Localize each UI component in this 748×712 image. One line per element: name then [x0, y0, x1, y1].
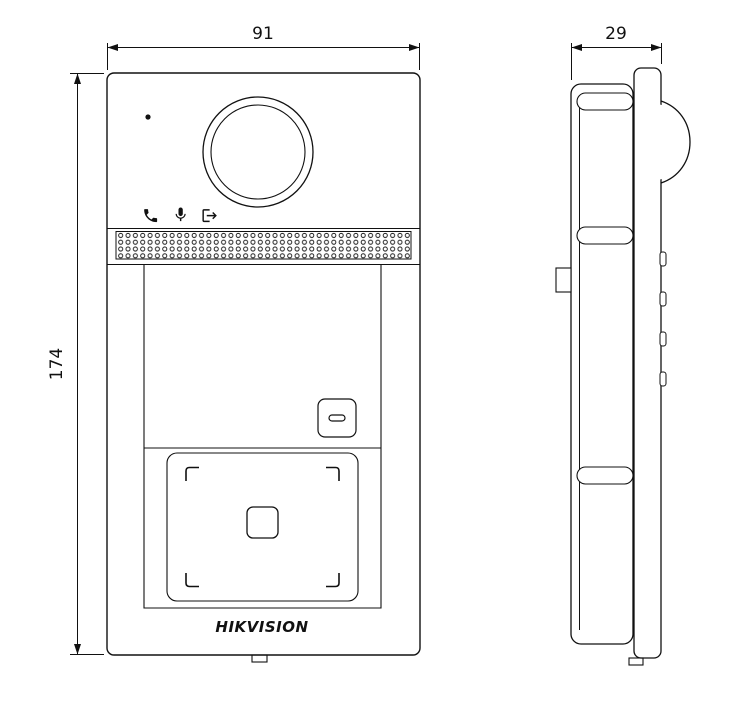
- width-dimension-label: 91: [252, 24, 274, 44]
- height-arrow-top: [74, 73, 81, 84]
- dimension-depth: 29: [571, 24, 662, 80]
- dimension-width: 91: [107, 24, 420, 70]
- brand-logo: HIKVISION: [215, 618, 308, 636]
- exit-icon: [202, 209, 217, 223]
- width-arrow-right: [409, 44, 420, 51]
- height-arrow-bottom: [74, 644, 81, 655]
- height-dimension-label: 174: [47, 348, 67, 380]
- card-tap-symbol: [246, 506, 279, 539]
- depth-dimension-label: 29: [605, 24, 627, 44]
- indicator-icons: [144, 207, 217, 223]
- side-mount-rail-top: [576, 92, 634, 111]
- card-corner-bracket-tr: [326, 466, 340, 481]
- camera-outer-ring: [202, 96, 314, 208]
- side-edge-detail-1: [659, 251, 667, 267]
- card-corner-bracket-br: [326, 573, 340, 588]
- side-mount-rail-bottom: [576, 466, 634, 485]
- call-button: [317, 398, 357, 438]
- dimension-height: 174: [47, 73, 104, 655]
- side-edge-detail-4: [659, 371, 667, 387]
- width-arrow-left: [107, 44, 118, 51]
- call-button-slot: [328, 414, 346, 422]
- side-bottom-tab: [628, 657, 644, 666]
- camera-dome-fill: [658, 104, 690, 180]
- side-latch: [555, 267, 572, 293]
- depth-arrow-right: [651, 44, 662, 51]
- depth-arrow-left: [571, 44, 582, 51]
- card-corner-bracket-tl: [185, 466, 199, 481]
- front-body-outline: [106, 72, 421, 656]
- front-bottom-tab: [251, 654, 268, 663]
- side-edge-detail-2: [659, 291, 667, 307]
- microphone-icon: [175, 207, 186, 222]
- card-reader-area: [166, 452, 359, 602]
- led-indicator: [145, 114, 151, 120]
- camera-lens: [210, 104, 306, 200]
- card-corner-bracket-bl: [185, 573, 199, 588]
- call-icon: [144, 209, 158, 223]
- side-back-box: [570, 83, 634, 645]
- speaker-grille: [115, 231, 412, 260]
- side-mount-rail-middle: [576, 226, 634, 245]
- side-front-panel: [633, 67, 662, 659]
- side-edge-detail-3: [659, 331, 667, 347]
- front-view: HIKVISION: [106, 72, 421, 663]
- side-view: [555, 67, 691, 666]
- camera-dome: [660, 100, 691, 184]
- inner-panel-outline: [143, 264, 382, 609]
